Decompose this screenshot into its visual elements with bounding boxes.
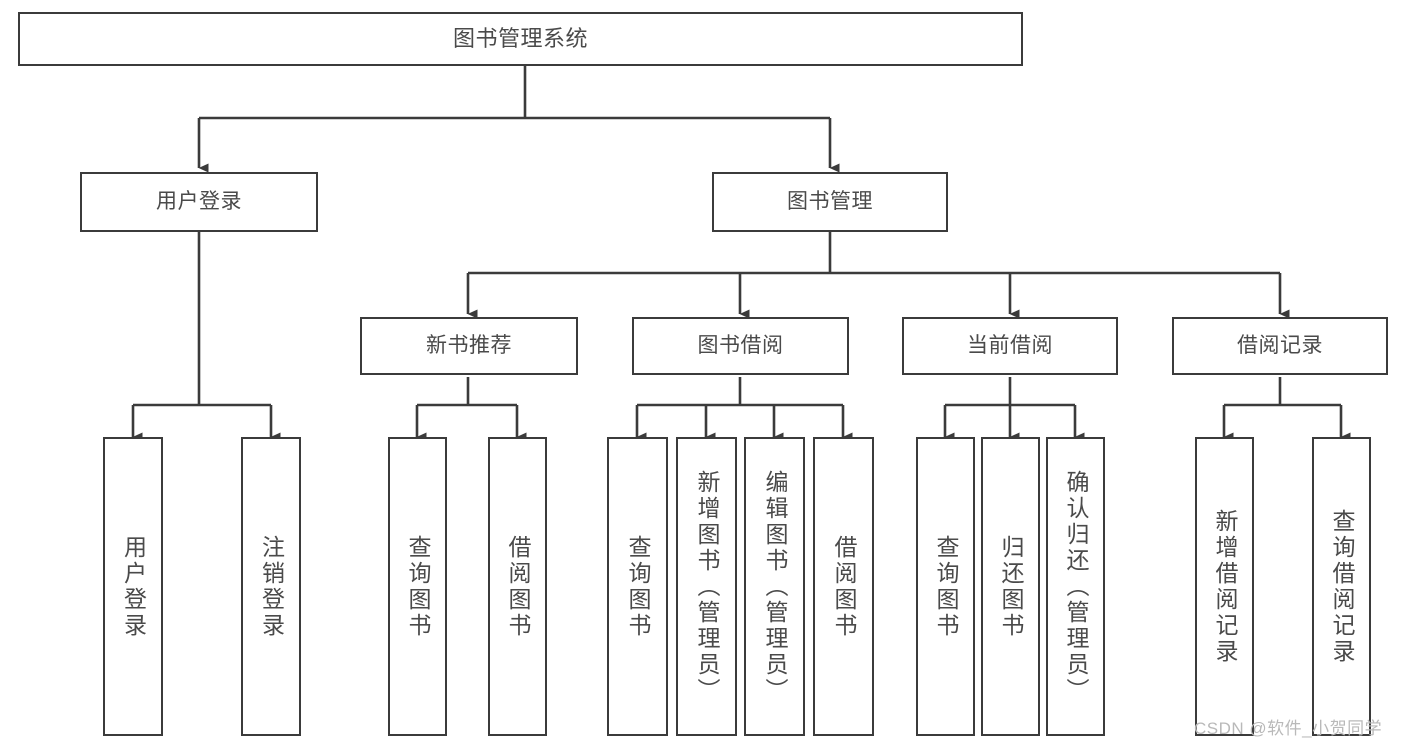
node-new-book-recommendation[interactable]: 新书推荐 [360,317,578,375]
node-current-borrowing[interactable]: 当前借阅 [902,317,1118,375]
node-borrowing-records[interactable]: 借阅记录 [1172,317,1388,375]
node-label: 归还图书 [998,534,1024,639]
node-leaf-borrow-book[interactable]: 借阅图书 [813,437,874,736]
node-label: 用户登录 [120,534,147,639]
node-book-borrowing[interactable]: 图书借阅 [632,317,849,375]
node-leaf-edit-book-admin[interactable]: 编辑图书（管理员） [744,437,805,736]
node-book-management[interactable]: 图书管理 [712,172,948,232]
node-leaf-add-book-admin[interactable]: 新增图书（管理员） [676,437,737,736]
node-label: 查询图书 [933,534,959,639]
node-book-management-system[interactable]: 图书管理系统 [18,12,1023,66]
node-label: 确认归还（管理员） [1063,469,1089,704]
node-leaf-logout[interactable]: 注销登录 [241,437,301,736]
node-label: 用户登录 [156,189,242,213]
node-label: 查询借阅记录 [1329,508,1355,665]
node-leaf-confirm-return-admin[interactable]: 确认归还（管理员） [1046,437,1105,736]
node-leaf-query-book-new[interactable]: 查询图书 [388,437,447,736]
node-leaf-query-book-borrow[interactable]: 查询图书 [607,437,668,736]
node-label: 图书借阅 [697,333,784,357]
node-label: 新增借阅记录 [1212,508,1238,665]
node-leaf-query-book-current[interactable]: 查询图书 [916,437,975,736]
node-label: 借阅图书 [831,534,857,639]
node-label: 查询图书 [405,534,431,639]
watermark-text: CSDN @软件_小贺同学 [1194,719,1383,738]
node-label: 图书管理 [787,189,873,213]
node-leaf-user-login[interactable]: 用户登录 [103,437,163,736]
node-label: 图书管理系统 [452,26,588,52]
node-label: 借阅记录 [1237,333,1323,357]
node-label: 借阅图书 [505,534,531,639]
node-label: 新增图书（管理员） [694,469,720,704]
node-label: 当前借阅 [967,333,1053,357]
node-leaf-add-borrow-record[interactable]: 新增借阅记录 [1195,437,1254,736]
node-label: 查询图书 [625,534,651,639]
node-label: 注销登录 [258,534,285,639]
node-user-login[interactable]: 用户登录 [80,172,318,232]
node-leaf-borrow-book-new[interactable]: 借阅图书 [488,437,547,736]
node-leaf-query-borrow-record[interactable]: 查询借阅记录 [1312,437,1371,736]
node-label: 新书推荐 [426,333,512,357]
node-label: 编辑图书（管理员） [762,469,788,704]
node-leaf-return-book[interactable]: 归还图书 [981,437,1040,736]
